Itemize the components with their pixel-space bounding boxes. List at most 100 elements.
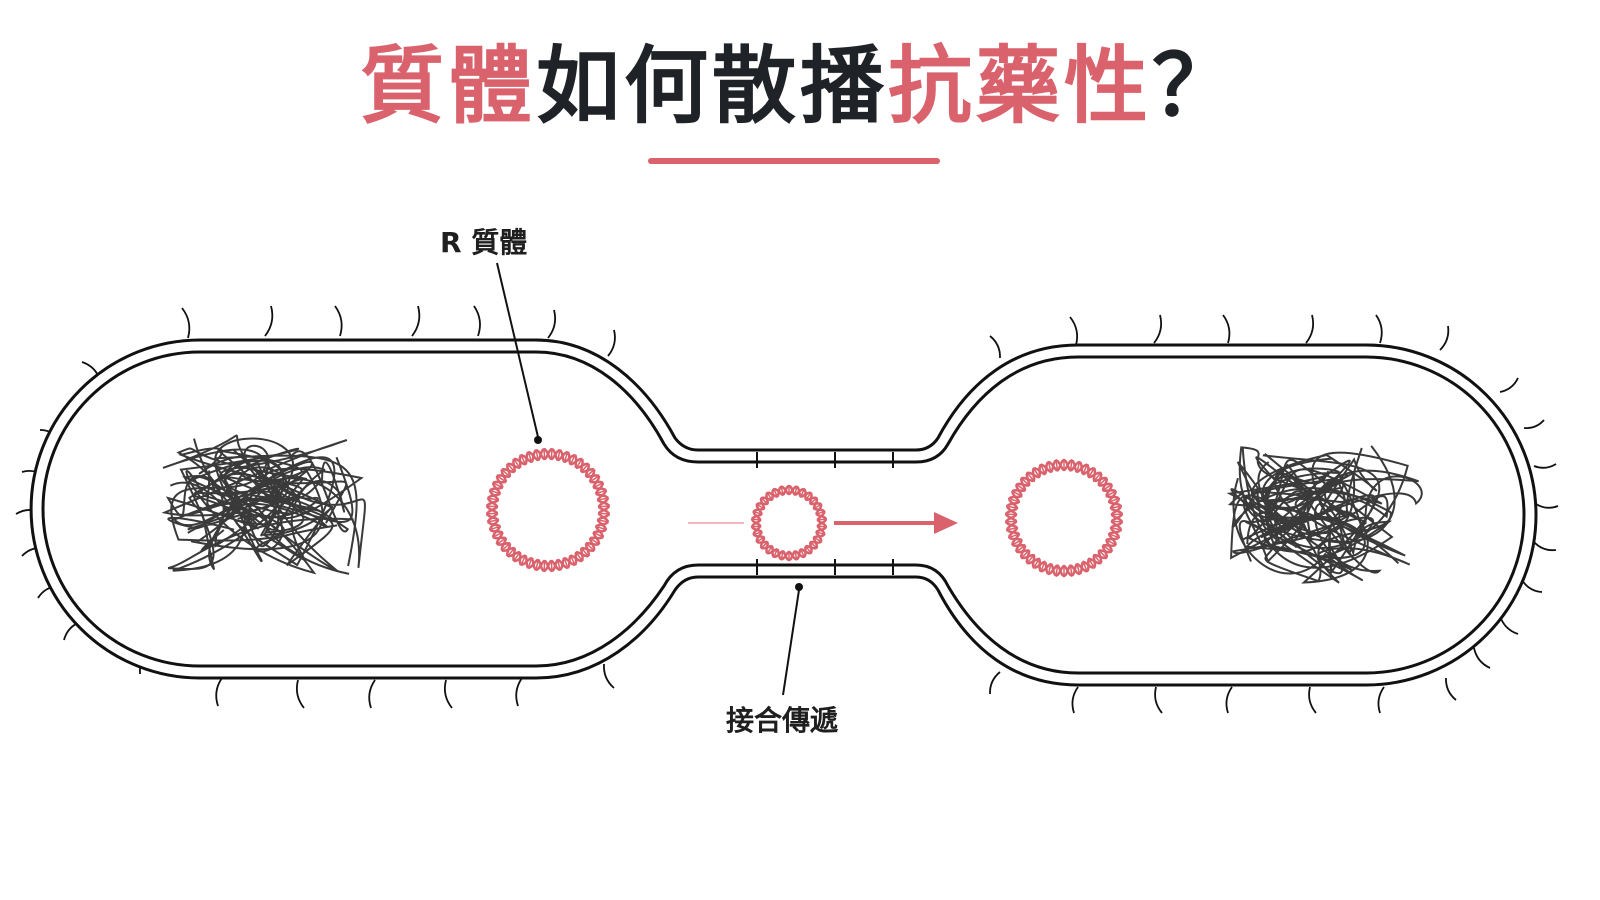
pilus (515, 677, 523, 707)
plasmid-rung (767, 493, 772, 500)
plasmid-rung (600, 512, 608, 515)
plasmid-rung (600, 505, 608, 508)
plasmid-strand (750, 485, 828, 562)
plasmid-rung (543, 562, 546, 570)
plasmid-rung (1008, 527, 1016, 531)
plasmid-rung (1112, 505, 1120, 509)
plasmid-rung (1113, 513, 1121, 516)
pilus (1071, 686, 1079, 714)
pili-group (15, 305, 1559, 714)
plasmid-rung (1007, 520, 1015, 523)
pilus (443, 679, 453, 709)
pilus (603, 663, 615, 689)
pilus (1375, 314, 1383, 344)
pilus (1153, 314, 1163, 344)
pilus (1521, 579, 1543, 593)
plasmid-rung (582, 464, 588, 471)
pilus (1499, 377, 1519, 393)
title-underline (648, 158, 940, 164)
pilus (989, 335, 1001, 359)
plasmid-rung (521, 556, 526, 564)
plasmid-rung (557, 451, 561, 459)
plasmid-rung (814, 504, 821, 509)
plasmid-rung (761, 498, 768, 504)
plasmid-rung (1048, 565, 1052, 573)
chromosome-strand (1241, 446, 1394, 569)
plasmid-rung (1099, 478, 1106, 485)
plasmid-rung (806, 493, 811, 500)
plasmid-rung (1110, 498, 1118, 503)
plasmid-rung (564, 453, 568, 461)
pilus (989, 671, 1001, 695)
chromosome-strand (1230, 445, 1423, 560)
plasmid-rung (1076, 565, 1080, 573)
plasmid-rung (767, 546, 772, 553)
plasmid-rung (780, 552, 784, 559)
plasmid-rung (1008, 505, 1016, 509)
plasmid-rung (599, 497, 607, 501)
plasmid-rung (1094, 473, 1101, 481)
plasmid-rung (818, 525, 825, 528)
chromosome-strand (187, 456, 354, 567)
plasmid-rung (491, 490, 499, 494)
plasmid-rung (753, 518, 760, 521)
bacteria-outer-membrane (29, 338, 1538, 687)
plasmid-rung (814, 537, 821, 542)
plasmid-rung (753, 525, 760, 528)
title-segment: 抗藥性 (888, 37, 1153, 135)
plasmid-rung (582, 549, 588, 556)
pilus (1445, 677, 1457, 701)
plasmid-rung (535, 451, 539, 459)
plasmid-rung (1013, 540, 1021, 545)
r-plasmid-donor (486, 448, 610, 572)
plasmid-rung (1055, 461, 1059, 470)
plasmid-rung (521, 456, 526, 464)
pilus (264, 305, 274, 337)
chromosome-strand (185, 458, 339, 573)
plasmid-rung (1033, 469, 1039, 477)
pilus (1439, 325, 1450, 351)
plasmid-rung (594, 532, 602, 537)
pilus (473, 305, 481, 337)
plasmid-rung (543, 450, 546, 458)
plasmid-rung (1089, 559, 1095, 567)
title-segment: 質體 (359, 37, 536, 135)
plasmid-rung (1103, 545, 1111, 552)
plasmid-rung (810, 542, 817, 548)
plasmid-rung (508, 464, 514, 471)
plasmid-rung (489, 497, 497, 501)
plasmid-rung (818, 518, 825, 521)
tangled-chromosome-icon (1226, 445, 1423, 584)
plasmid-rung (773, 550, 778, 557)
plasmid-rung (1069, 566, 1073, 575)
plasmid-rung (773, 489, 778, 496)
plasmid-rung (757, 504, 764, 509)
plasmid-rung (550, 562, 553, 570)
plasmid-rung (488, 505, 496, 508)
plasmid-rung (754, 531, 761, 535)
plasmid-rung (514, 553, 520, 560)
chromosome-strand (169, 466, 326, 572)
transfer-arrow-icon (834, 512, 958, 534)
pilus (1473, 647, 1491, 669)
pilus (295, 679, 305, 709)
pilus-ticks (756, 452, 894, 575)
pilus (1533, 541, 1557, 552)
pilus (1377, 686, 1385, 714)
plasmid-rung (576, 553, 582, 560)
title-segment: ？ (1152, 37, 1241, 135)
plasmid-rung (597, 526, 605, 530)
plasmid-rung (1089, 469, 1095, 477)
plasmid-rung (1022, 478, 1029, 485)
r-plasmid-recipient (1005, 458, 1123, 578)
chromosome-strand (161, 439, 348, 571)
pilus (181, 307, 191, 339)
page-title: 質體如何散播抗藥性？ (0, 38, 1600, 135)
plasmid-rung (754, 511, 761, 515)
plasmid-leader (496, 262, 542, 444)
bacteria-inner-membrane (41, 350, 1526, 675)
pilus (1305, 314, 1315, 344)
plasmid-rung (1112, 527, 1120, 531)
plasmid-rung (794, 552, 798, 559)
